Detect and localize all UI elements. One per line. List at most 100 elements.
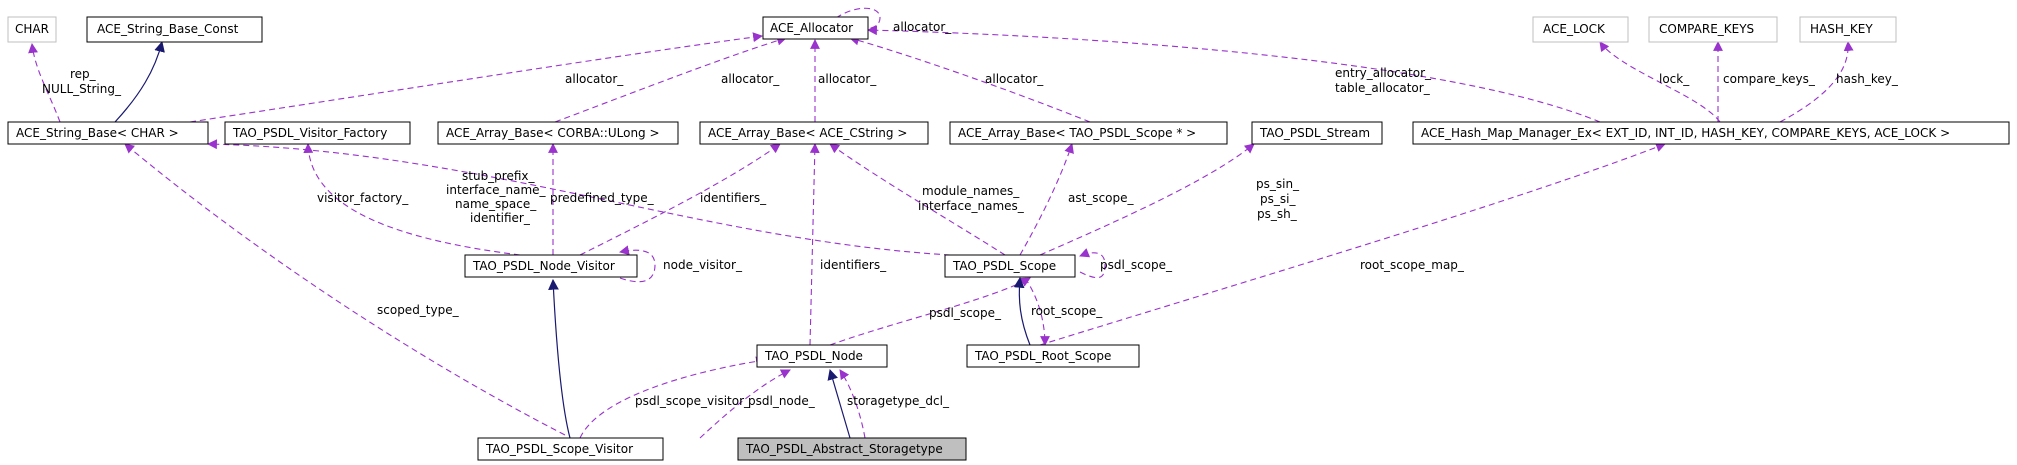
edge-allocator-string-base [189, 32, 763, 123]
node-hash-map[interactable]: ACE_Hash_Map_Manager_Ex< EXT_ID, INT_ID,… [1412, 121, 2010, 145]
svg-text:ACE_LOCK: ACE_LOCK [1543, 22, 1606, 36]
node-psdl-scope[interactable]: TAO_PSDL_Scope [944, 254, 1076, 278]
svg-text:TAO_PSDL_Scope: TAO_PSDL_Scope [952, 259, 1056, 273]
nodes: CHAR ACE_String_Base_Const ACE_Allocator… [7, 16, 2010, 461]
edge-cstring-scope [829, 143, 1006, 256]
edge-visitor-self [619, 245, 656, 283]
svg-text:ACE_String_Base< CHAR >: ACE_String_Base< CHAR > [16, 126, 179, 140]
edge-allocator-self [835, 7, 881, 34]
svg-text:ACE_Array_Base< ACE_CString >: ACE_Array_Base< ACE_CString > [708, 126, 907, 140]
edge-node-abstract-inh [827, 368, 851, 439]
svg-text:ACE_Array_Base< CORBA::ULong >: ACE_Array_Base< CORBA::ULong > [446, 126, 660, 140]
label-rep: rep_ [70, 67, 97, 81]
svg-text:HASH_KEY: HASH_KEY [1810, 22, 1873, 36]
label-identifiers-visitor: identifiers_ [700, 191, 767, 205]
node-ace-lock[interactable]: ACE_LOCK [1532, 16, 1629, 43]
label-scoped-type: scoped_type_ [377, 303, 460, 317]
label-ps-sin: ps_sin_ [1256, 177, 1300, 191]
label-allocator-cstring: allocator_ [818, 72, 877, 86]
label-interface-name: interface_name_ [446, 183, 547, 197]
edge-abstract-node [839, 369, 866, 439]
label-predefined-type: predefined_type_ [550, 191, 655, 205]
edge-string-base-scope-visitor [124, 143, 566, 436]
svg-text:TAO_PSDL_Root_Scope: TAO_PSDL_Root_Scope [974, 349, 1111, 363]
node-scope-visitor[interactable]: TAO_PSDL_Scope_Visitor [477, 437, 664, 461]
label-allocator-self: allocator_ [893, 20, 952, 34]
edge-root-scope-back [1024, 277, 1050, 346]
edge-scope-visitor-node [579, 356, 766, 439]
svg-text:ACE_Hash_Map_Manager_Ex< EXT_I: ACE_Hash_Map_Manager_Ex< EXT_ID, INT_ID,… [1421, 126, 1950, 140]
svg-text:ACE_Array_Base< TAO_PSDL_Scope: ACE_Array_Base< TAO_PSDL_Scope * > [958, 126, 1196, 140]
svg-text:TAO_PSDL_Abstract_Storagetype: TAO_PSDL_Abstract_Storagetype [745, 442, 943, 456]
svg-text:TAO_PSDL_Node_Visitor: TAO_PSDL_Node_Visitor [472, 259, 615, 273]
label-storagetype-dcl: storagetype_dcl_ [847, 394, 950, 408]
label-identifier: identifier_ [470, 211, 531, 225]
node-hash-key[interactable]: HASH_KEY [1799, 16, 1897, 43]
node-root-scope[interactable]: TAO_PSDL_Root_Scope [966, 344, 1140, 368]
edge-allocator-scope [849, 35, 1091, 123]
label-root-scope-map: root_scope_map_ [1360, 258, 1465, 272]
node-char[interactable]: CHAR [7, 16, 57, 43]
label-root-scope: root_scope_ [1031, 304, 1103, 318]
label-identifiers-node: identifiers_ [820, 258, 887, 272]
label-ps-si: ps_si_ [1260, 192, 1296, 206]
edge-const-string-base [114, 40, 165, 123]
node-abstract-storagetype[interactable]: TAO_PSDL_Abstract_Storagetype [737, 437, 967, 461]
label-entry-allocator: entry_allocator_ [1335, 66, 1432, 80]
edge-scope-self [1079, 248, 1106, 279]
edge-hashmap-root [1039, 142, 1666, 346]
edge-allocator-hashmap [867, 25, 1601, 123]
edge-cstring-visitor [579, 143, 781, 256]
node-array-cstring[interactable]: ACE_Array_Base< ACE_CString > [699, 121, 929, 145]
label-compare-keys: compare_keys_ [1723, 72, 1816, 86]
node-string-base[interactable]: ACE_String_Base< CHAR > [7, 121, 209, 145]
svg-text:TAO_PSDL_Scope_Visitor: TAO_PSDL_Scope_Visitor [485, 442, 633, 456]
node-array-scope[interactable]: ACE_Array_Base< TAO_PSDL_Scope * > [949, 121, 1228, 145]
label-null-string: NULL_String_ [42, 82, 122, 96]
node-array-ulong[interactable]: ACE_Array_Base< CORBA::ULong > [437, 121, 679, 145]
label-node-visitor: node_visitor_ [663, 258, 743, 272]
label-psdl-scope-node: psdl_scope_ [929, 306, 1002, 320]
node-node-visitor[interactable]: TAO_PSDL_Node_Visitor [464, 254, 638, 278]
node-psdl-stream[interactable]: TAO_PSDL_Stream [1251, 121, 1383, 145]
edge-node-scope-visitor [699, 369, 791, 439]
label-interface-names: interface_names_ [918, 199, 1025, 213]
edge-visitor-scope-visitor-inh [548, 278, 571, 439]
edge-lock-hashmap [1599, 41, 1721, 123]
svg-text:ACE_Allocator: ACE_Allocator [770, 21, 853, 35]
edge-scope-root-inh [1013, 276, 1031, 346]
svg-text:TAO_PSDL_Visitor_Factory: TAO_PSDL_Visitor_Factory [232, 126, 387, 140]
edges [28, 7, 1854, 439]
label-name-space: name_space_ [455, 197, 537, 211]
edge-labels: rep_ NULL_String_ allocator_ allocator_ … [42, 20, 1899, 408]
label-allocator-string-base: allocator_ [565, 72, 624, 86]
edge-stream-scope [1039, 143, 1255, 256]
label-table-allocator: table_allocator_ [1335, 81, 1431, 95]
label-ast-scope: ast_scope_ [1068, 191, 1135, 205]
svg-text:CHAR: CHAR [15, 22, 49, 36]
label-psdl-node: psdl_node_ [748, 394, 816, 408]
node-string-base-const[interactable]: ACE_String_Base_Const [86, 16, 263, 43]
svg-text:TAO_PSDL_Node: TAO_PSDL_Node [764, 349, 863, 363]
node-visitor-factory[interactable]: TAO_PSDL_Visitor_Factory [224, 121, 411, 145]
edge-allocator-ulong [554, 35, 787, 123]
label-allocator-ulong: allocator_ [721, 72, 780, 86]
edge-factory-visitor [303, 143, 521, 256]
edge-char-string-base [28, 43, 61, 123]
label-ps-sh: ps_sh_ [1257, 207, 1298, 221]
label-allocator-scope: allocator_ [985, 72, 1044, 86]
svg-text:ACE_String_Base_Const: ACE_String_Base_Const [97, 22, 239, 36]
svg-text:TAO_PSDL_Stream: TAO_PSDL_Stream [1259, 126, 1370, 140]
edge-cstring-node [809, 143, 820, 346]
label-module-names: module_names_ [922, 184, 1020, 198]
label-hash-key: hash_key_ [1836, 72, 1899, 86]
label-lock: lock_ [1659, 72, 1690, 86]
svg-text:COMPARE_KEYS: COMPARE_KEYS [1659, 22, 1754, 36]
edge-hashkey-hashmap [1779, 41, 1854, 123]
node-compare-keys[interactable]: COMPARE_KEYS [1648, 16, 1778, 43]
node-allocator[interactable]: ACE_Allocator [762, 16, 869, 40]
node-psdl-node[interactable]: TAO_PSDL_Node [756, 344, 888, 368]
label-psdl-scope-self: psdl_scope_ [1100, 258, 1173, 272]
